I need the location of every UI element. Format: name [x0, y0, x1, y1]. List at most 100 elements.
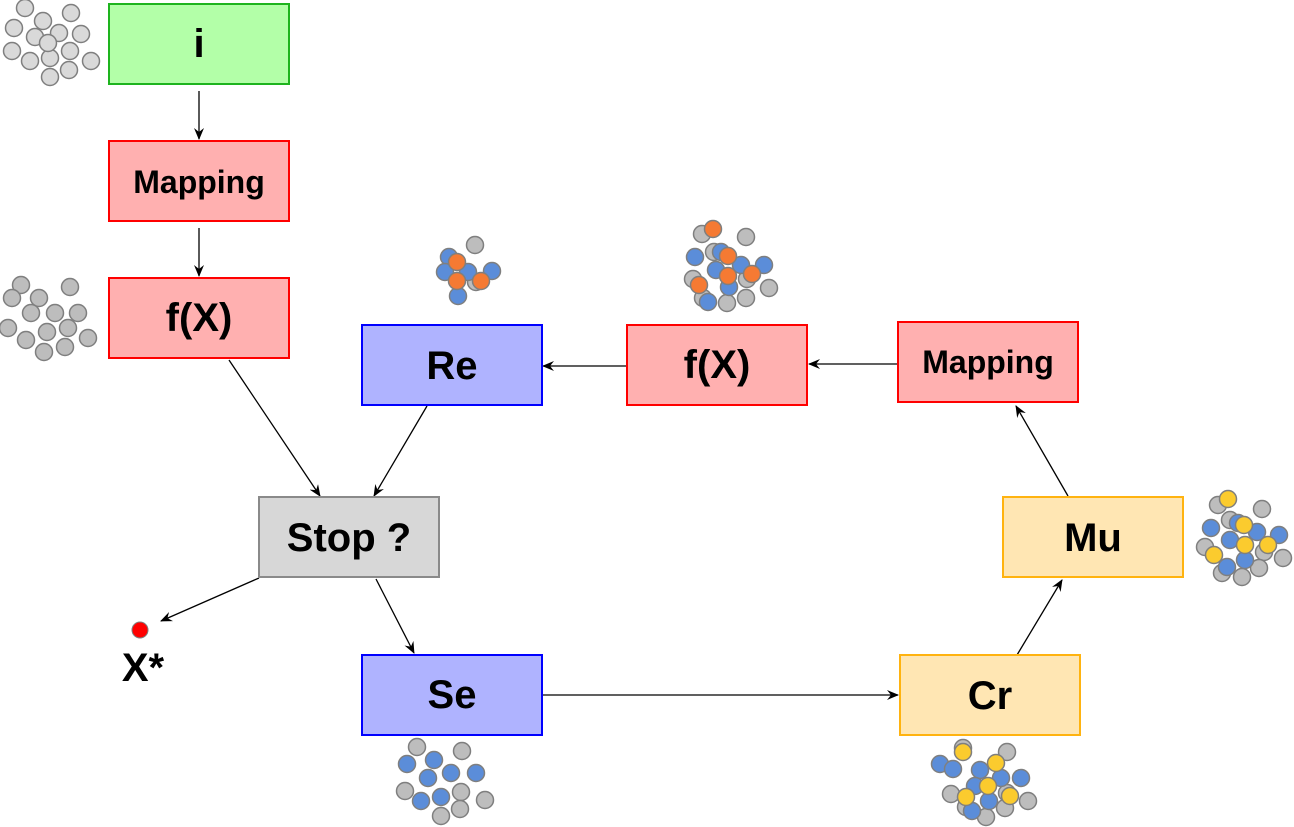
individual-dot-gray [759, 278, 779, 298]
individual-dot-orange [703, 219, 723, 239]
individual-dot-gray [452, 741, 472, 761]
individual-dot-orange [742, 264, 762, 284]
evaluated-population [0, 275, 98, 362]
individual-dot-gray [37, 322, 57, 342]
node-stop-box [258, 496, 440, 578]
replacement-population [435, 235, 502, 306]
node-mapping-1-label: Mapping [133, 164, 265, 200]
individual-dot-yellow [978, 776, 998, 796]
individual-dot-orange [447, 252, 467, 272]
edge-stop-to-selection [375, 578, 415, 654]
individual-dot-light [4, 18, 24, 38]
individual-dot-blue [1011, 768, 1031, 788]
node-crossover[interactable]: Cr [899, 654, 1081, 736]
edge-crossover-to-mutation [1016, 579, 1063, 656]
node-selection[interactable]: Se [361, 654, 543, 736]
individual-dot-gray [55, 337, 75, 357]
individual-dot-gray [941, 784, 961, 804]
node-fx-2-label: f(X) [684, 343, 751, 387]
individual-dot-blue [431, 787, 451, 807]
individual-dot-gray [60, 277, 80, 297]
individual-dot-yellow [1000, 786, 1020, 806]
individual-dot-light [60, 41, 80, 61]
individual-dot-gray [45, 303, 65, 323]
individual-dot-orange [471, 271, 491, 291]
edge-stop-to-result [160, 577, 260, 622]
individual-dot-blue [411, 791, 431, 811]
individual-dot-light [71, 24, 91, 44]
optimum-dot [131, 621, 149, 639]
node-init-label: i [193, 22, 204, 66]
individual-dot-gray [465, 235, 485, 255]
individual-dot-light [61, 3, 81, 23]
individual-dot-orange [718, 246, 738, 266]
node-mapping-1[interactable]: Mapping [108, 140, 290, 222]
individual-dot-yellow [1258, 535, 1278, 555]
individual-dot-yellow [956, 787, 976, 807]
individual-dot-yellow [1204, 545, 1224, 565]
individual-dot-light [59, 60, 79, 80]
individual-dot-light [81, 51, 101, 71]
individual-dot-gray [475, 790, 495, 810]
selected-population [395, 737, 495, 826]
edge-fx-to-stop [228, 359, 321, 497]
individual-dot-blue [1217, 557, 1237, 577]
individual-dot-gray [736, 288, 756, 308]
node-stop[interactable]: Stop ? [258, 496, 440, 578]
node-init[interactable]: i [108, 3, 290, 85]
node-mutation[interactable]: Mu [1002, 496, 1184, 578]
individual-dot-yellow [1218, 489, 1238, 509]
individual-dot-gray [29, 288, 49, 308]
individual-dot-gray [58, 318, 78, 338]
individual-dot-gray [1232, 567, 1252, 587]
individual-dot-light [40, 48, 60, 68]
individual-dot-light [38, 33, 58, 53]
initial-population [2, 0, 101, 87]
individual-dot-gray [407, 737, 427, 757]
individual-dot-gray [717, 293, 737, 313]
individual-dot-blue [424, 750, 444, 770]
node-init-box [108, 3, 290, 85]
node-fx-1[interactable]: f(X) [108, 277, 290, 359]
result-optimum: X* [122, 621, 165, 690]
individual-dot-blue [943, 759, 963, 779]
individual-dot-light [20, 51, 40, 71]
individual-dot-gray [68, 303, 88, 323]
node-fx-1-label: f(X) [166, 296, 233, 340]
edges [160, 91, 1069, 700]
individual-dot-blue [397, 754, 417, 774]
evaluated-offspring-population [683, 219, 779, 313]
individual-dot-orange [689, 275, 709, 295]
node-selection-box [361, 654, 543, 736]
node-fx-1-box [108, 277, 290, 359]
node-mutation-label: Mu [1064, 516, 1122, 560]
individual-dot-gray [21, 303, 41, 323]
node-stop-label: Stop ? [287, 516, 411, 560]
node-crossover-label: Cr [968, 674, 1012, 718]
node-fx-2[interactable]: f(X) [626, 324, 808, 406]
individual-dot-orange [718, 266, 738, 286]
individual-dot-yellow [1234, 515, 1254, 535]
individual-dot-gray [1252, 499, 1272, 519]
individual-dot-blue [970, 760, 990, 780]
node-selection-label: Se [428, 673, 477, 717]
individual-dot-gray [451, 782, 471, 802]
individual-dot-gray [2, 288, 22, 308]
individual-dot-blue [685, 247, 705, 267]
individual-dot-blue [466, 763, 486, 783]
node-mapping-2-box [897, 321, 1079, 403]
node-mutation-box [1002, 496, 1184, 578]
individual-dot-gray [450, 799, 470, 819]
individual-dot-gray [78, 328, 98, 348]
crossover-population [930, 738, 1038, 827]
individual-dot-orange [447, 271, 467, 291]
node-mapping-2[interactable]: Mapping [897, 321, 1079, 403]
individual-dot-gray [1249, 558, 1269, 578]
individual-dot-blue [1201, 518, 1221, 538]
individual-dot-light [33, 11, 53, 31]
individual-dot-light [2, 41, 22, 61]
node-replacement[interactable]: Re [361, 324, 543, 406]
individual-dot-light [15, 0, 35, 18]
